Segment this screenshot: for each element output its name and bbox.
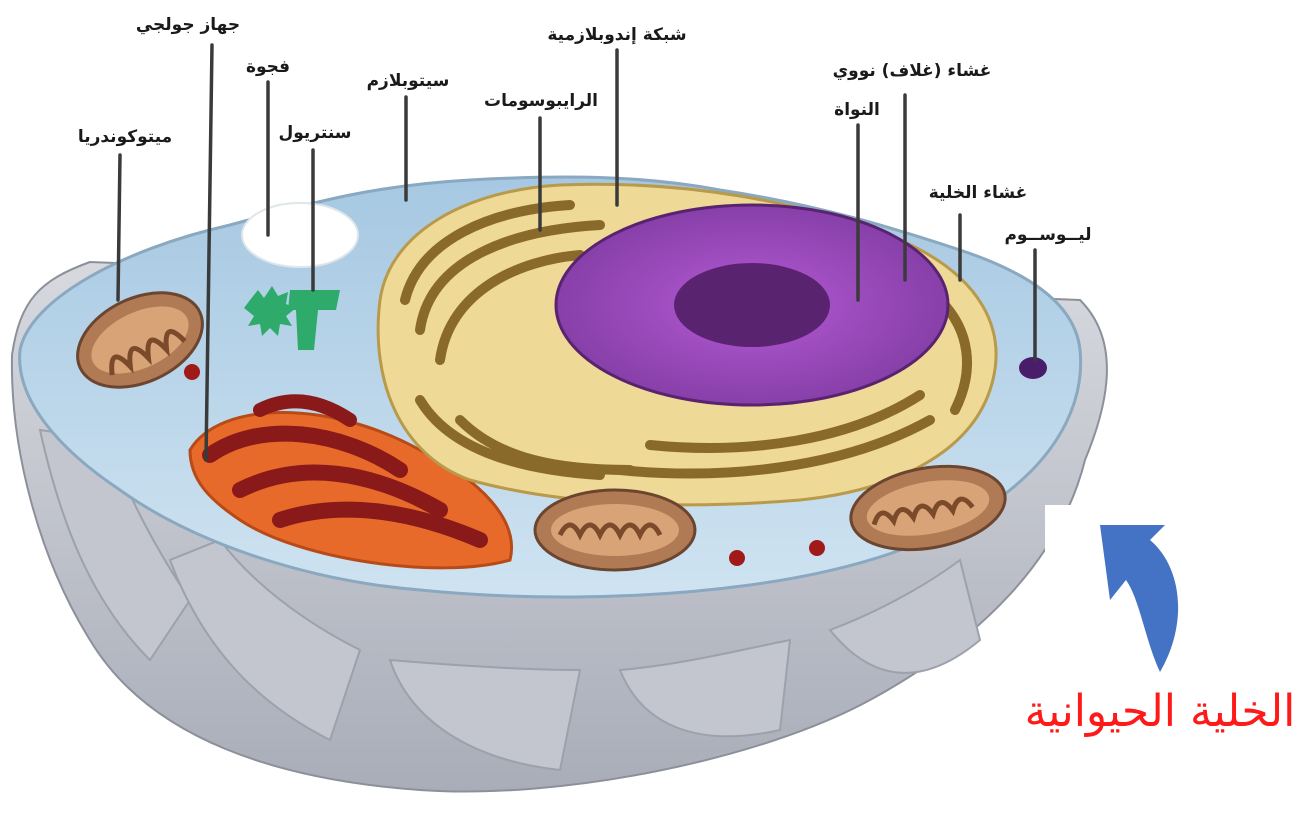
label-mitochondria: ميتوكوندريا	[78, 127, 172, 147]
label-nuclear-envelope: غشاء (غلاف) نووي	[833, 61, 992, 81]
label-vacuole: فجوة	[246, 57, 290, 77]
label-cytoplasm: سيتوبلازم	[367, 71, 450, 91]
label-er: شبكة إندوبلازمية	[547, 25, 686, 45]
mitochondrion-bottom-center	[535, 490, 695, 570]
label-ribosomes: الرايبوسومات	[484, 91, 598, 111]
diagram-title: الخلية الحيوانية	[1025, 686, 1296, 737]
nucleolus	[674, 263, 830, 347]
label-golgi: جهاز جولجي	[136, 15, 240, 35]
lysosome	[1019, 357, 1047, 379]
label-cell-membrane: غشاء الخلية	[929, 183, 1028, 203]
vacuole	[242, 203, 358, 267]
label-centrosome: سنتريول	[279, 123, 352, 143]
vesicle	[809, 540, 825, 556]
label-nucleus: النواة	[834, 100, 880, 120]
label-lysosome: ليــوســوم	[1004, 225, 1091, 245]
nucleus	[556, 205, 948, 405]
title-backdrop	[1045, 505, 1312, 830]
vesicle	[729, 550, 745, 566]
vesicle	[184, 364, 200, 380]
